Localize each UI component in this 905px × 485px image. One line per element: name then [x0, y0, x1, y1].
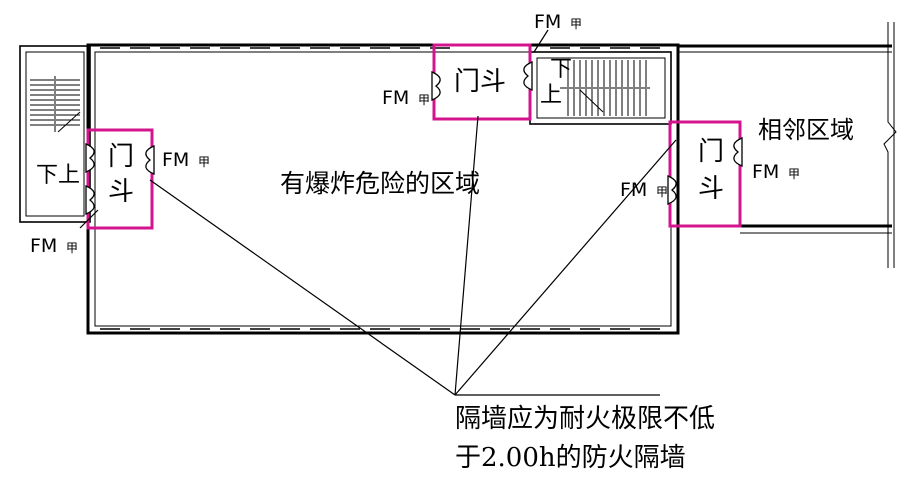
top-stair-down-label: 下	[550, 57, 572, 82]
fm-code: FM	[752, 161, 779, 183]
adjacent-area-label: 相邻区域	[758, 116, 854, 144]
adjacent-area	[678, 22, 897, 268]
left-stairwell	[19, 45, 91, 223]
left-stair-down-label: 下	[36, 163, 58, 188]
vestibule-top-label: 门斗	[454, 67, 506, 97]
vestibule-right-label-2: 斗	[698, 174, 724, 204]
vestibule-left-label-2: 斗	[108, 177, 134, 207]
fm-grade: 甲	[66, 241, 78, 255]
fm-grade: 甲	[656, 185, 668, 199]
vestibule-left-label-1: 门	[108, 142, 134, 172]
fm-code: FM	[620, 179, 647, 201]
fm-grade: 甲	[570, 17, 582, 31]
door-label-fm-top: FM 甲	[534, 11, 582, 33]
door-label-fm-right-inner: FM 甲	[620, 179, 668, 201]
note-line-2: 于2.00h的防火隔墙	[455, 443, 686, 473]
note-line-1: 隔墙应为耐火极限不低	[455, 404, 715, 434]
left-stair-up-label: 上	[58, 163, 80, 188]
vestibule-left	[86, 128, 154, 230]
vestibule-right	[668, 120, 742, 228]
fm-grade: 甲	[788, 167, 800, 181]
top-stair-up-label: 上	[540, 83, 562, 108]
door-label-fm-left-vestibule: FM 甲	[162, 149, 210, 171]
door-label-fm-right-outer: FM 甲	[752, 161, 800, 183]
fm-code: FM	[382, 87, 409, 109]
fm-grade: 甲	[198, 155, 210, 169]
fm-grade: 甲	[418, 93, 430, 107]
fm-code: FM	[534, 11, 561, 33]
door-label-fm-bottom-left: FM 甲	[30, 235, 78, 257]
door-label-fm-top-left: FM 甲	[382, 87, 430, 109]
main-area-label: 有爆炸危险的区域	[280, 169, 480, 198]
leader-lines	[79, 29, 677, 396]
fm-code: FM	[30, 235, 57, 257]
door-symbols	[85, 61, 743, 215]
vestibule-right-label-1: 门	[698, 137, 724, 167]
fm-code: FM	[162, 149, 189, 171]
